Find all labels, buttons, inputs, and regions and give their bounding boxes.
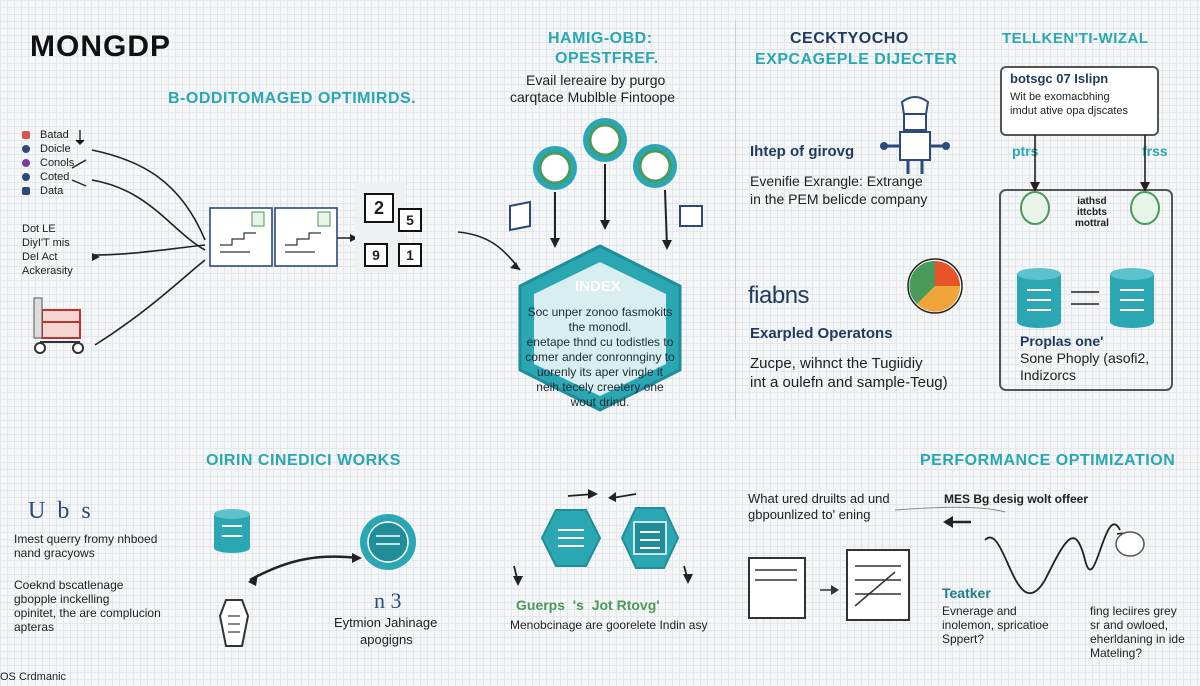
teatker-title: Teatker	[942, 585, 991, 601]
bottom-right-diagram	[748, 506, 1145, 621]
br-right-line-2: sr and owloed,	[1090, 618, 1169, 632]
bl-caption-1: Eytmion Jahinage	[334, 615, 438, 630]
info-box-line-2: imdut ative opa djscates	[1010, 105, 1129, 117]
hex-description: Soc unper zonoo fasmokits the monodl. en…	[525, 305, 675, 409]
legend2-item: Ackerasity	[22, 265, 73, 277]
bottom-center-desc: Menobcinage are goorelete Indin asy	[510, 618, 708, 632]
digit-box: 2	[364, 193, 394, 223]
right-desc-2: in the PEM belicde company	[750, 191, 928, 207]
ub-glyphs: U b s	[28, 498, 91, 524]
digit-box: 1	[398, 243, 422, 267]
right-title-1: CECKTYOCHO	[790, 30, 909, 47]
label-frss: frss	[1142, 143, 1168, 159]
center-title-2: OPESTFREF.	[555, 50, 659, 67]
n3-label: n 3	[374, 588, 402, 613]
bl-caption-2: apogigns	[360, 632, 413, 647]
divider	[735, 20, 736, 420]
right-title-2: EXPCAGEPLE DIJECTER	[755, 51, 958, 68]
ops-line-2: int a oulefn and sample-Teug)	[750, 374, 948, 391]
bottom-left-title: OIRIN CINEDICI WORKS	[206, 452, 401, 469]
center-subtitle-1: Evail lereaire by purgo	[526, 72, 666, 88]
digit-box: 9	[364, 243, 388, 267]
left-title: B-ODDITOMAGED OPTIMIRDS.	[168, 90, 417, 107]
center-title-1: HAMIG-OBD:	[548, 30, 653, 47]
legend-item: Data	[22, 184, 74, 198]
far-right-db-diagram	[999, 135, 1173, 391]
br-mes: MES Bg desig wolt offeer	[944, 492, 1089, 506]
br-right-line-4: Mateling?	[1090, 646, 1143, 660]
teatker-line-1: Evnerage and	[942, 604, 1017, 618]
bottom-center-title: Guerps 's Jot Rtovg'	[516, 597, 660, 613]
bl-desc-1: Imest querry fromy nhboed	[14, 532, 158, 546]
br-desc-2: gbpounlized to' ening	[748, 507, 871, 522]
legend-list-2: Dot LE DiyI'T mis DeI Act Ackerasity	[22, 222, 73, 278]
props-line-2: Indizorcs	[1020, 367, 1077, 383]
cart-robot-icon	[33, 297, 84, 354]
legend-item: Coted	[22, 170, 74, 184]
legend2-item: DeI Act	[22, 251, 58, 263]
legend-item: Doicle	[22, 142, 74, 156]
br-right-line-3: eherldaning in ide	[1090, 632, 1185, 646]
bl-desc-3: Coeknd bscatlenage	[14, 578, 124, 592]
center-subtitle-2: carqtace Mublble Fintoope	[510, 89, 675, 105]
info-box-title: botsgc 07 Islipn	[1010, 71, 1109, 86]
bottom-right-title: PERFORMANCE OPTIMIZATION	[920, 452, 1176, 469]
footer-text: OS Crdmanic	[0, 671, 67, 683]
right-desc-1: Evenifie Exrangle: Extrange	[750, 173, 923, 189]
brand-logo: fiabns	[748, 282, 810, 309]
index-hexagon-diagram	[509, 118, 703, 412]
br-desc-1: What ured druilts ad und	[748, 491, 890, 506]
logo: MONGDP	[30, 30, 171, 63]
mid-label: iathsd ittcbts mottral	[1075, 196, 1109, 229]
props-title: Proplas one'	[1020, 333, 1104, 349]
info-box-line-1: Wit be exomacbhing	[1010, 91, 1110, 103]
bl-desc-2: nand gracyows	[14, 546, 95, 560]
bl-desc-6: apteras	[14, 620, 55, 634]
bottom-left-diagram	[214, 509, 416, 647]
info-box	[1000, 66, 1159, 136]
bl-desc-4: gbopple inckelling	[14, 592, 110, 606]
right-step: Ihtep of girovg	[750, 143, 855, 160]
bottom-center-diagram	[513, 489, 693, 586]
bl-desc-5: opinitet, the are complucion	[14, 606, 161, 620]
pie-chart-icon	[907, 258, 963, 314]
br-right-line-1: fing leciires grey	[1090, 604, 1177, 618]
digit-box: 5	[398, 208, 422, 232]
far-right-title: TELLKEN'TI-WIZAL	[1002, 30, 1149, 47]
legend-item: Batad	[22, 128, 74, 142]
legend-list: Batad Doicle Conols Coted Data	[22, 128, 74, 198]
legend-item: Conols	[22, 156, 74, 170]
label-ptrs: ptrs	[1012, 143, 1039, 159]
hex-title: INDEX	[575, 278, 621, 295]
legend2-item: Dot LE	[22, 223, 56, 235]
props-line-1: Sone Phoply (asofi2,	[1020, 350, 1150, 366]
teatker-line-3: Sppert?	[942, 632, 985, 646]
chef-robot-icon	[880, 96, 950, 174]
ops-title: Exarpled Operatons	[750, 325, 893, 342]
ops-line-1: Zucpe, wihnct the Tugiidiy	[750, 355, 923, 372]
teatker-line-2: inolemon, spricatioe	[942, 618, 1049, 632]
legend2-item: DiyI'T mis	[22, 237, 70, 249]
